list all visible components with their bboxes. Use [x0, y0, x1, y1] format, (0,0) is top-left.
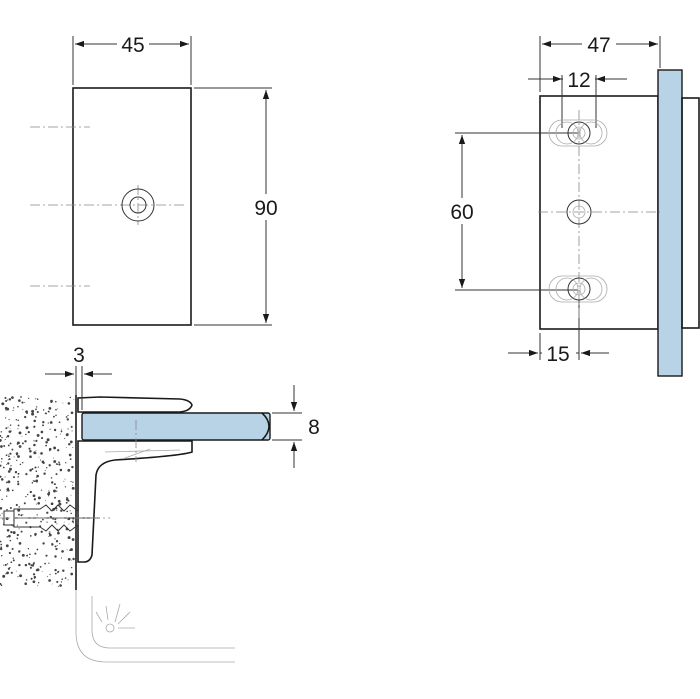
wall-anchor-icon [0, 504, 110, 532]
side-glass-panel [657, 69, 683, 377]
screw-hole-icon [121, 188, 155, 222]
side-clamp-plate [681, 97, 700, 329]
glass-thickness-label: 8 [308, 416, 320, 439]
hole-spacing-label: 60 [450, 201, 473, 224]
front-width-label: 45 [121, 34, 144, 57]
clamp-lower-body [77, 440, 193, 563]
upper-slot-icon [548, 119, 608, 147]
side-clamp-body [539, 95, 659, 330]
lower-slot-icon [548, 275, 608, 303]
front-height-label: 90 [254, 197, 277, 220]
wall-gap-label: 3 [73, 344, 85, 367]
section-glass-panel [81, 412, 271, 441]
side-depth-label: 47 [587, 34, 610, 57]
side-view: 47 12 60 15 [445, 32, 700, 377]
clamp-top-cap [77, 396, 193, 413]
center-hole-icon [566, 199, 592, 225]
shower-tray [75, 590, 235, 663]
front-clamp-body [72, 87, 192, 326]
slot-offset-label: 15 [546, 343, 569, 366]
concrete-wall [0, 395, 77, 590]
section-view: 3 8 [0, 344, 320, 663]
slot-width-label: 12 [567, 69, 590, 92]
front-view: 45 90 [30, 32, 282, 326]
